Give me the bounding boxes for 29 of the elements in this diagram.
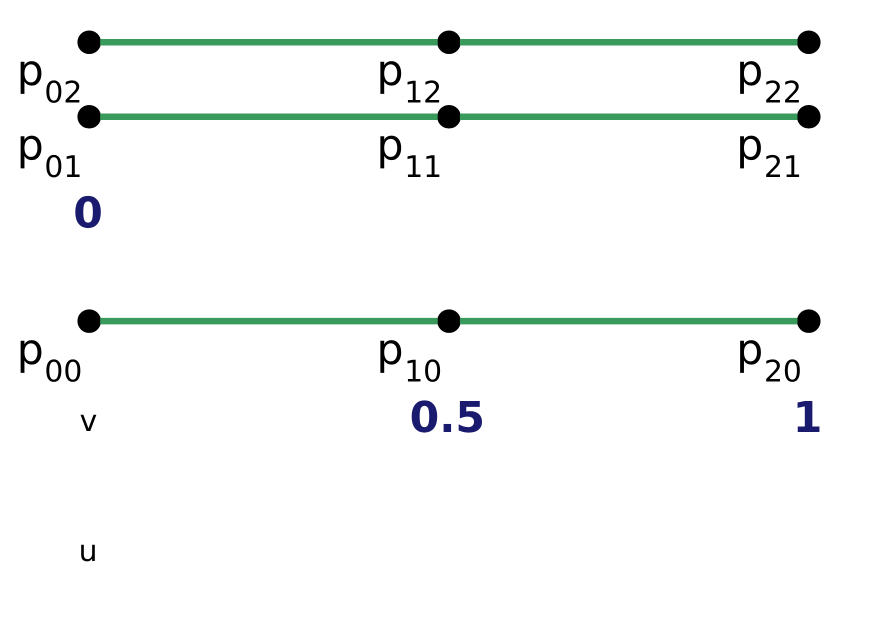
connector — [460, 318, 798, 324]
node-label: p$_{00}$ — [16, 324, 82, 390]
node-circle — [77, 30, 102, 54]
node-circle — [437, 309, 461, 333]
label: v — [80, 404, 98, 440]
connector — [100, 39, 438, 46]
node-label: p$_{12}$ — [376, 46, 442, 110]
node-circle — [437, 104, 461, 129]
connector — [100, 114, 438, 120]
node-circle — [796, 309, 821, 333]
connector — [460, 39, 798, 46]
node-circle — [77, 309, 102, 333]
connector — [460, 114, 798, 120]
node-label: p$_{20}$ — [736, 324, 802, 390]
node-circle — [796, 104, 821, 129]
node-label: p$_{01}$ — [16, 120, 82, 185]
connector — [100, 318, 438, 324]
node-label: p$_{21}$ — [736, 120, 802, 185]
node-label: p$_{22}$ — [736, 46, 802, 110]
node-circle — [77, 104, 102, 129]
node-label: p$_{10}$ — [376, 324, 442, 390]
label: 1 — [792, 392, 822, 443]
label: u — [78, 534, 98, 570]
node-circle — [796, 30, 821, 54]
label: 0.5 — [410, 392, 486, 443]
node-circle — [437, 30, 461, 54]
node-label: p$_{02}$ — [16, 46, 82, 110]
node-label: p$_{11}$ — [376, 120, 442, 185]
label: 0 — [73, 188, 103, 238]
